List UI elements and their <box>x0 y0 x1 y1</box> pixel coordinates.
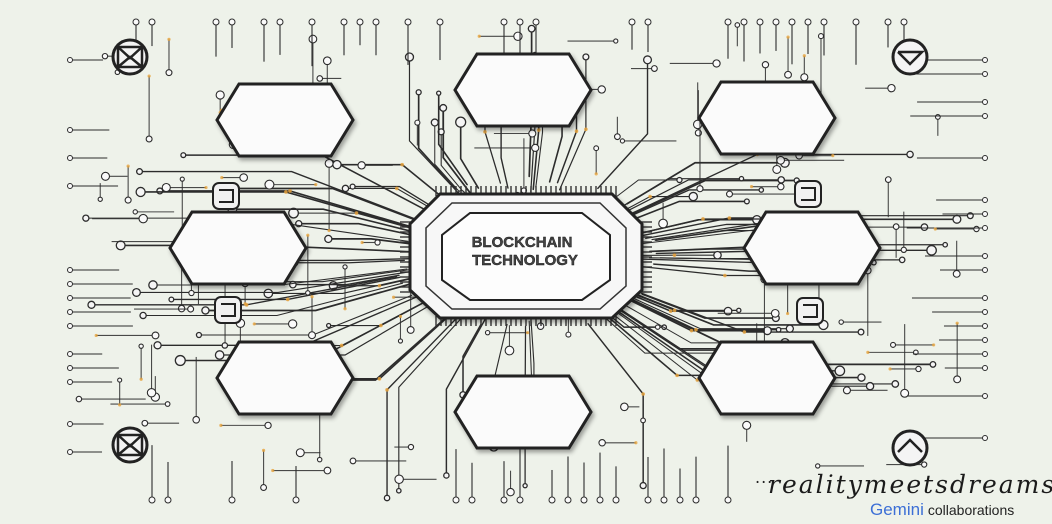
chip-icon <box>794 180 822 208</box>
collaborations-text: collaborations <box>927 502 1015 518</box>
hexagon-node <box>168 210 308 286</box>
watermark-brand: realitymeetsdreams <box>768 470 1052 499</box>
hexagon-node <box>453 374 593 450</box>
central-processor: BLOCKCHAIN TECHNOLOGY <box>400 186 652 326</box>
hexagon-node <box>215 340 355 416</box>
node-group <box>168 52 882 450</box>
corner-badge-top-right <box>891 38 929 76</box>
hexagon-node <box>742 210 882 286</box>
center-label-line2: TECHNOLOGY <box>472 252 578 269</box>
corner-badge-bottom-right <box>891 429 929 467</box>
chip-icon <box>212 182 240 210</box>
corner-badge-bottom-left <box>111 426 149 464</box>
hexagon-node <box>453 52 593 128</box>
hexagon-node <box>697 80 837 156</box>
hexagon-node <box>215 82 355 158</box>
gemini-logo-text: Gemini <box>870 500 924 519</box>
corner-badge-top-left <box>111 38 149 76</box>
chip-icon <box>796 297 824 325</box>
watermark-dots: ... <box>755 468 774 487</box>
chip-icon <box>214 296 242 324</box>
center-label-line1: BLOCKCHAIN <box>472 234 573 251</box>
hexagon-node <box>697 340 837 416</box>
